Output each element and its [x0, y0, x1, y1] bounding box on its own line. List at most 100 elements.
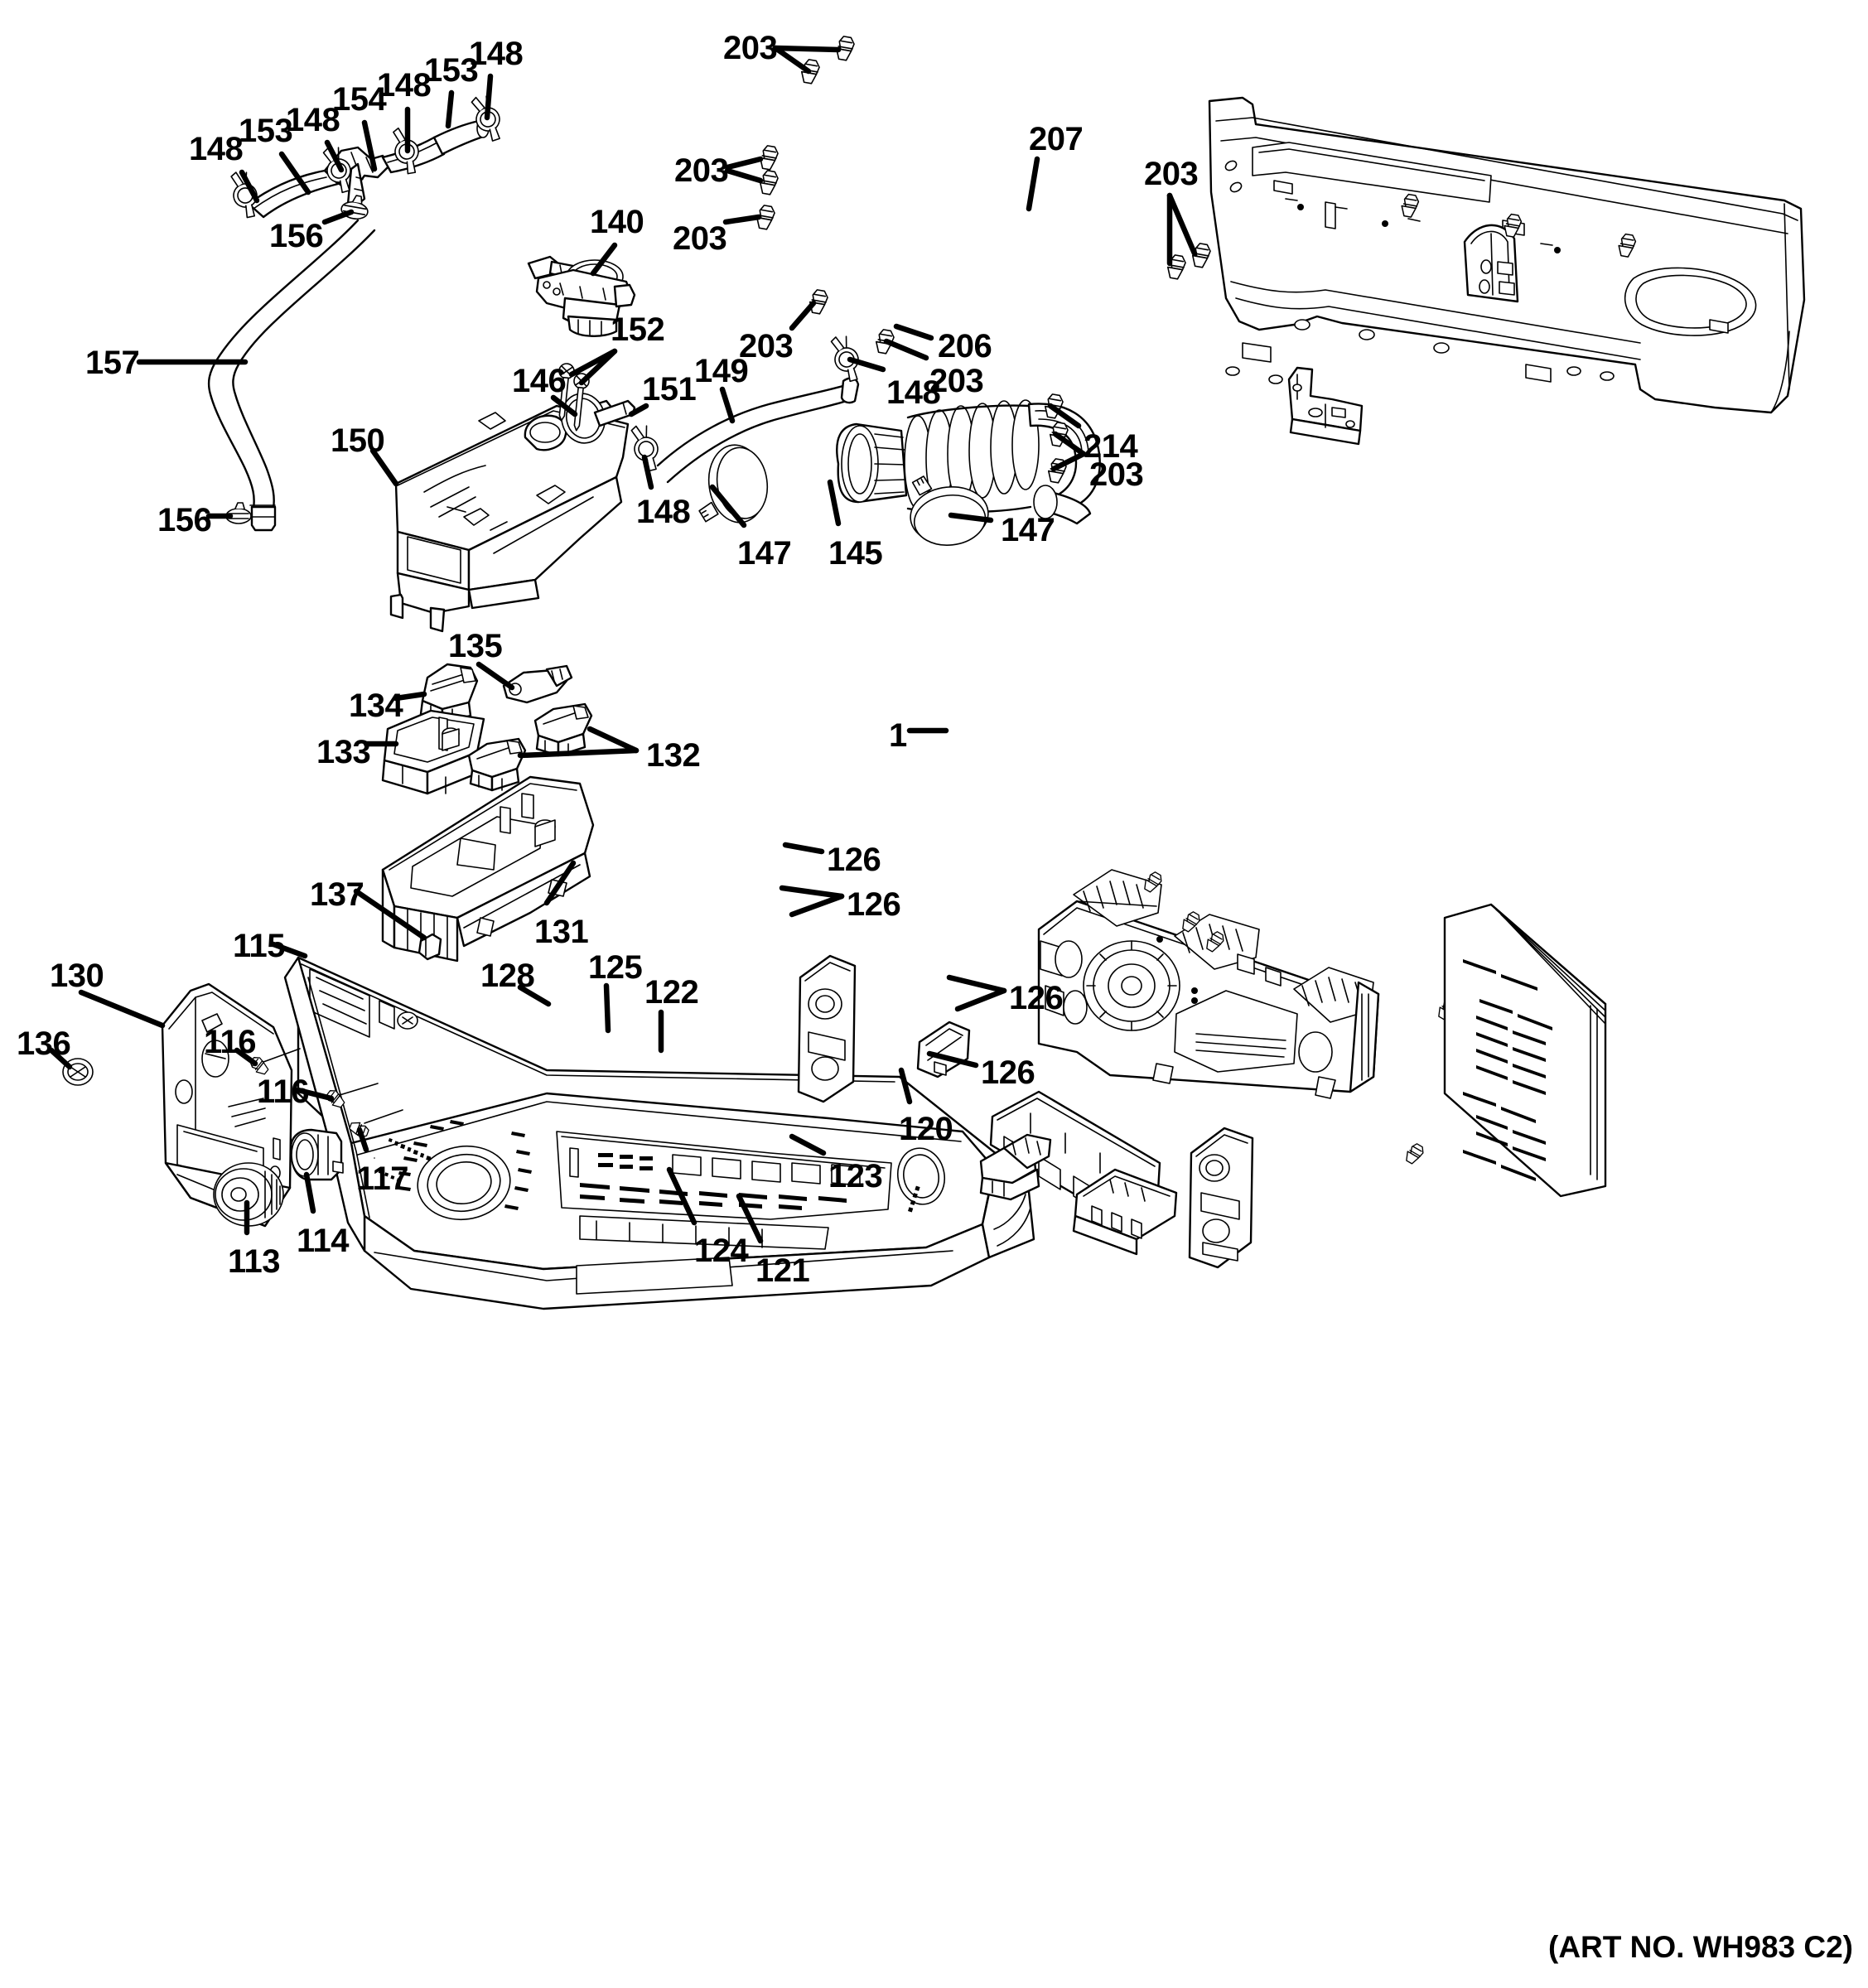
bellows-145-group — [690, 331, 1101, 550]
callout-137: 137 — [310, 876, 364, 913]
callout-113: 113 — [228, 1243, 281, 1280]
leader-line-c-148-f — [847, 356, 886, 373]
dispenser-inserts-group — [381, 663, 593, 795]
callout-156: 156 — [269, 218, 324, 254]
leader-line-c-148-d — [484, 73, 494, 121]
callout-133: 133 — [316, 734, 371, 770]
leader-line-c-203-c — [722, 214, 762, 225]
leader-line-c-153-b — [445, 89, 455, 129]
leader-line-c-152-b — [578, 348, 618, 386]
callout-203: 203 — [1089, 456, 1144, 493]
callout-122: 122 — [644, 974, 699, 1011]
callout-147: 147 — [1001, 512, 1055, 548]
callout-121: 121 — [755, 1252, 810, 1289]
leader-line-c-130 — [78, 989, 166, 1029]
callout-148: 148 — [636, 494, 691, 530]
switch-128-group — [797, 954, 857, 1103]
leader-lines — [48, 45, 1198, 1244]
dispenser-drawer-131-group — [381, 775, 595, 963]
leader-line-c-115 — [270, 941, 308, 959]
callout-126: 126 — [1009, 980, 1064, 1016]
callout-150: 150 — [331, 422, 385, 459]
leader-line-c-137 — [353, 888, 427, 941]
callout-152: 152 — [611, 311, 665, 348]
leader-line-c-135 — [475, 661, 515, 691]
leader-line-c-132 — [586, 726, 640, 754]
callout-207: 207 — [1029, 121, 1084, 157]
callout-203: 203 — [674, 152, 729, 189]
leader-line-c-147-b — [948, 512, 994, 524]
callout-126: 126 — [847, 886, 901, 923]
inlet-hose-assembly-group — [225, 91, 509, 221]
callout-116: 116 — [257, 1074, 310, 1110]
callout-149: 149 — [694, 353, 749, 389]
leader-line-c-132-b — [517, 747, 640, 759]
leader-line-c-207 — [1026, 156, 1040, 212]
leader-line-c-126-a — [782, 842, 825, 855]
leader-line-c-154 — [361, 119, 378, 172]
callout-132: 132 — [646, 737, 701, 774]
leader-line-c-148-e — [641, 454, 654, 490]
callout-203: 203 — [673, 220, 727, 257]
callout-203: 203 — [929, 363, 984, 399]
leader-line-c-126-b — [779, 885, 845, 900]
water-valve-140-group — [527, 255, 636, 337]
clip-125-group — [916, 1021, 971, 1078]
callout-128: 128 — [480, 958, 535, 994]
callout-120: 120 — [899, 1111, 953, 1147]
leader-line-c-146 — [550, 394, 578, 417]
callout-135: 135 — [448, 628, 503, 664]
callout-156: 156 — [157, 502, 212, 538]
leader-line-c-117 — [356, 1127, 369, 1153]
instruction-sheet-1-group — [1443, 903, 1607, 1198]
callout-147: 147 — [737, 535, 792, 572]
callout-157: 157 — [85, 345, 140, 381]
leader-line-c-134 — [393, 691, 427, 702]
leader-line-c-136 — [48, 1047, 73, 1070]
callout-1: 1 — [889, 717, 907, 754]
leader-line-c-214 — [1047, 403, 1082, 429]
leader-line-c-203-a2 — [772, 45, 812, 75]
rear-panel-207-group — [1208, 96, 1806, 414]
callout-136: 136 — [17, 1025, 71, 1062]
callout-131: 131 — [534, 914, 589, 950]
callout-148: 148 — [886, 374, 941, 411]
callout-130: 130 — [50, 958, 104, 994]
callout-126: 126 — [981, 1054, 1035, 1091]
control-board-120-group — [1037, 869, 1482, 1167]
callout-214: 214 — [1084, 428, 1138, 465]
callout-148: 148 — [286, 102, 340, 138]
dispenser-housing-150-group — [389, 362, 666, 633]
bracket-206-group — [1287, 366, 1364, 446]
leader-line-c-203-d2 — [1166, 192, 1198, 257]
switch-module-123-group — [1188, 1127, 1254, 1269]
callout-124: 124 — [694, 1233, 749, 1269]
leader-line-c-123 — [789, 1133, 827, 1156]
leader-line-c-149 — [719, 386, 736, 424]
leader-line-c-116-b — [295, 1087, 335, 1102]
switch-bank-121-group — [1072, 1168, 1178, 1256]
leader-line-c-140 — [590, 242, 618, 277]
switch-124-group — [979, 1133, 1052, 1201]
art-number-label: (ART NO. WH983 C2) — [1548, 1930, 1853, 1964]
drain-hose-157-group — [207, 219, 376, 532]
callout-148: 148 — [189, 131, 244, 167]
callout-153: 153 — [424, 52, 479, 89]
leader-line-c-125 — [603, 982, 611, 1034]
callout-115: 115 — [233, 928, 286, 964]
callout-148: 148 — [469, 36, 524, 72]
leader-line-c-151 — [628, 403, 649, 417]
leader-line-c-116-a — [234, 1047, 258, 1067]
leader-line-c-156-a — [321, 209, 355, 225]
leader-line-c-203-g — [1052, 431, 1087, 457]
callout-123: 123 — [828, 1158, 883, 1194]
leader-line-c-124 — [666, 1166, 697, 1226]
leader-line-c-128 — [517, 984, 552, 1007]
leader-line-c-148-a — [239, 169, 260, 204]
callout-134: 134 — [349, 688, 403, 724]
leader-line-c-150 — [369, 447, 399, 487]
callout-154: 154 — [332, 81, 387, 118]
callout-116: 116 — [204, 1024, 257, 1060]
